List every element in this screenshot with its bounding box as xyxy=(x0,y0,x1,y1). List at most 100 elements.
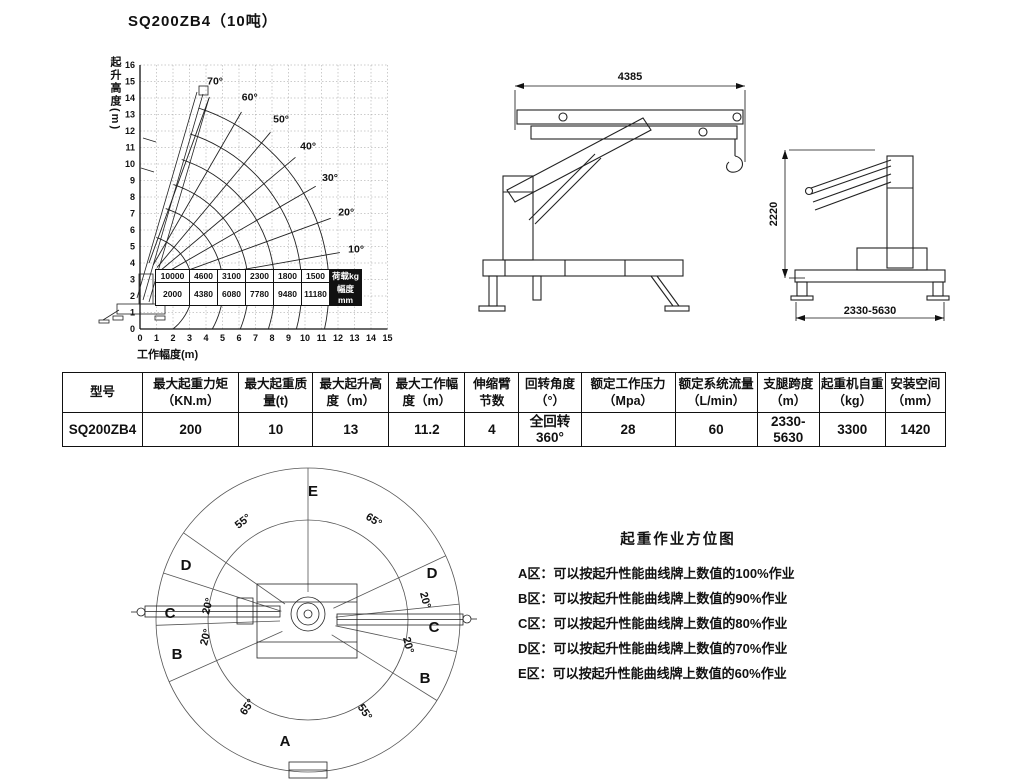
dim-span: 2330-5630 xyxy=(795,302,945,321)
dim-span-label: 2330-5630 xyxy=(844,305,897,317)
boom-angle-ray xyxy=(164,217,331,280)
header-line: 度（m） xyxy=(326,393,376,408)
angle-label-left-upper: 20° xyxy=(200,597,216,616)
y-tick-label: 10 xyxy=(125,159,135,169)
header-line: （°） xyxy=(534,393,565,408)
y-tick-label: 2 xyxy=(130,291,135,301)
x-axis-label: 工作幅度(m) xyxy=(137,349,199,361)
angle-label-top-right: 65° xyxy=(363,511,383,530)
angle-label-bottom-right: 55° xyxy=(355,702,374,723)
zone-legend-item: A区：可以按起升性能曲线牌上数值的100%作业 xyxy=(518,566,795,581)
y-tick-label: 4 xyxy=(130,258,135,268)
zone-boundary-lines xyxy=(156,468,460,701)
radius-cell: 9480 xyxy=(273,282,302,306)
spec-header-row: 型号 最大起重力矩（KN.m） 最大起重质量(t) 最大起升高度（m） 最大工作… xyxy=(61,372,947,413)
zone-diagram: E A D C B D C B 55° 65° 20° 20° 20° 20° … xyxy=(131,467,477,779)
spec-header-cell: 最大起升高度（m） xyxy=(312,372,390,413)
rear-view-drawing xyxy=(790,155,950,301)
boom-angle-label: 70° xyxy=(207,76,223,88)
zone-label-c-right: C xyxy=(429,619,440,636)
x-tick-label: 10 xyxy=(300,333,310,343)
spec-header-cell: 安装空间（mm） xyxy=(884,372,947,413)
dim-2220: 2220 xyxy=(768,149,875,279)
y-tick-label: 7 xyxy=(130,209,135,219)
reach-arc xyxy=(165,208,224,330)
header-line: 最大工作幅 xyxy=(395,377,459,392)
radius-row-label: 幅度mm xyxy=(329,282,362,306)
x-tick-label: 1 xyxy=(154,333,159,343)
radius-cell: 11180 xyxy=(301,282,330,306)
chart-crane-drawing xyxy=(98,85,210,324)
spec-value-cell: 4 xyxy=(464,411,520,448)
zone-legend-item: D区：可以按起升性能曲线牌上数值的70%作业 xyxy=(518,641,788,656)
y-axis-label: 起升高度(m) xyxy=(109,56,121,132)
load-cell: 1500 xyxy=(301,269,330,283)
x-tick-label: 15 xyxy=(382,333,392,343)
y-tick-label: 8 xyxy=(130,192,135,202)
header-line: 支腿跨度 xyxy=(763,377,814,392)
zone-label-c-left: C xyxy=(165,605,176,622)
header-line: （Mpa） xyxy=(603,393,654,408)
x-tick-label: 0 xyxy=(137,333,142,343)
dim-height-label: 2220 xyxy=(768,202,780,226)
x-tick-label: 2 xyxy=(170,333,175,343)
x-tick-label: 14 xyxy=(366,333,376,343)
x-tick-label: 3 xyxy=(187,333,192,343)
load-cell: 1800 xyxy=(273,269,302,283)
x-tick-label: 5 xyxy=(220,333,225,343)
side-view-drawing xyxy=(478,109,744,312)
y-tick-label: 14 xyxy=(125,93,135,103)
boom-angle-ray xyxy=(162,185,316,275)
header-line: 量(t) xyxy=(263,393,289,408)
y-tick-label: 6 xyxy=(130,225,135,235)
zone-label-b-right: B xyxy=(420,670,431,687)
y-tick-label: 5 xyxy=(130,242,135,252)
header-line: 最大起重质 xyxy=(244,377,307,392)
header-line: 安装空间 xyxy=(890,377,941,392)
x-tick-label: 6 xyxy=(236,333,241,343)
header-line: 最大起升高 xyxy=(319,377,383,392)
y-tick-label: 11 xyxy=(125,143,135,153)
radius-cell: 2000 xyxy=(155,282,190,306)
angle-label-top-left: 55° xyxy=(233,512,254,532)
load-table: 10000 4600 3100 2300 1800 1500 荷载kg 2000… xyxy=(155,269,362,306)
spec-value-cell: 3300 xyxy=(818,411,886,448)
load-cell: 2300 xyxy=(245,269,274,283)
crane-side-view: 4385 xyxy=(478,71,746,312)
load-cell: 4600 xyxy=(189,269,218,283)
boom-angle-label: 20° xyxy=(338,207,354,219)
x-tick-label: 7 xyxy=(253,333,258,343)
x-tick-label: 13 xyxy=(349,333,359,343)
spec-header-cell: 额定工作压力（Mpa） xyxy=(580,372,676,413)
load-row-label: 荷载kg xyxy=(329,269,362,283)
zone-label-d-left: D xyxy=(181,557,192,574)
y-tick-label: 12 xyxy=(125,126,135,136)
x-tick-label: 11 xyxy=(317,333,327,343)
spec-value-cell: 13 xyxy=(312,411,390,448)
y-tick-label: 13 xyxy=(125,110,135,120)
header-line: 最大起重力矩 xyxy=(153,377,229,392)
page-title: SQ200ZB4（10吨） xyxy=(128,13,278,30)
x-tick-label: 12 xyxy=(333,333,343,343)
spec-header-cell: 起重机自重（kg） xyxy=(818,372,886,413)
spec-header-cell: 额定系统流量（L/min） xyxy=(674,372,758,413)
y-tick-label: 16 xyxy=(125,60,135,70)
header-line: （L/min） xyxy=(686,393,746,408)
load-cell: 3100 xyxy=(217,269,246,283)
header-line: 起重机自重 xyxy=(821,377,884,392)
boom-angle-ray xyxy=(159,156,296,272)
crane-rear-view: 2220 2330-5630 xyxy=(768,149,950,321)
load-cell: 10000 xyxy=(155,269,190,283)
boom-angle-label: 30° xyxy=(322,172,338,184)
y-tick-label: 1 xyxy=(130,308,135,318)
dim-width-label: 4385 xyxy=(618,71,642,83)
angle-label-left-lower: 20° xyxy=(198,628,214,647)
header-line: 回转角度 xyxy=(524,377,575,392)
header-line: 额定工作压力 xyxy=(590,377,666,392)
boom-angle-label: 40° xyxy=(300,141,316,153)
spec-value-cell: 11.2 xyxy=(388,411,466,448)
header-line: （KN.m） xyxy=(161,393,220,408)
